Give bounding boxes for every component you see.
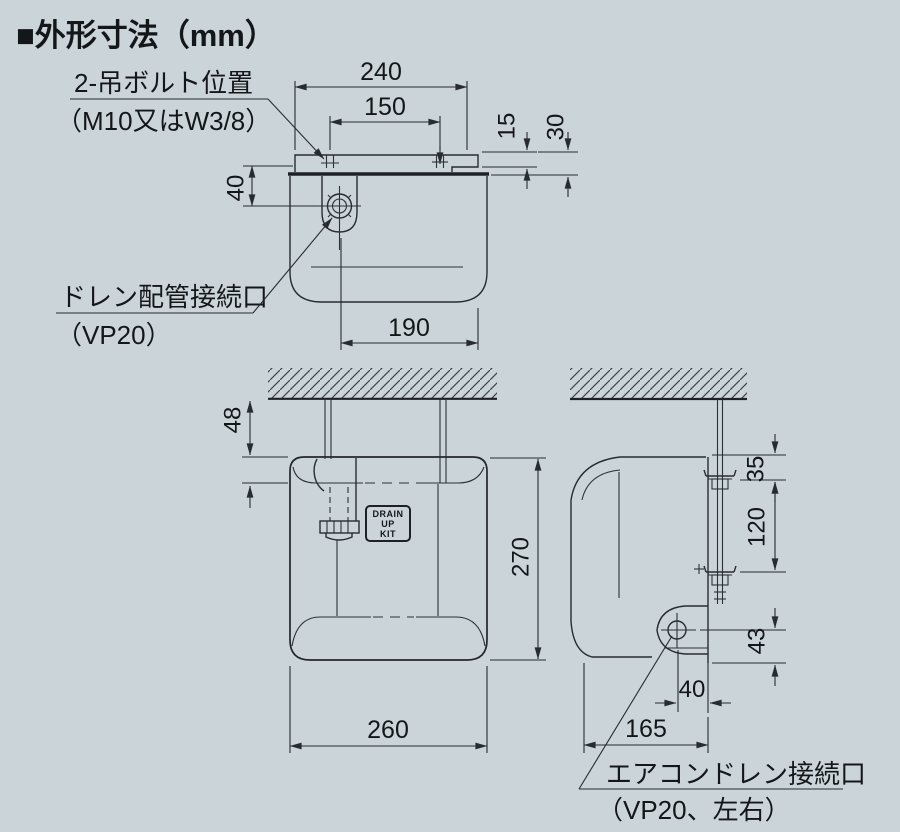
label-drain-pipe: ドレン配管接続口 （VP20） [56, 217, 333, 350]
dim-240-text: 240 [360, 58, 402, 86]
dim-43-text: 43 [744, 628, 771, 655]
label-ac-drain: エアコンドレン接続口 （VP20、左右） [578, 635, 866, 825]
dim-120: 120 [740, 481, 786, 573]
dim-260: 260 [289, 666, 488, 753]
hanging-rod-left [324, 399, 332, 459]
ceiling-hatch-side [570, 368, 747, 399]
label-hanging-bolt-line2: （M10又はW3/8） [56, 106, 271, 136]
side-view: 35 120 43 40 165 [570, 368, 786, 753]
dim-190: 190 [340, 238, 479, 350]
dim-35: 35 [712, 434, 786, 503]
dim-190-text: 190 [388, 314, 430, 342]
dim-165: 165 [583, 663, 709, 753]
bracket-plate-outline [294, 154, 479, 172]
dim-40-side-text: 40 [679, 676, 706, 703]
body-top-seam [292, 466, 485, 484]
label-ac-drain-leader [578, 635, 673, 790]
kit-badge-line2: UP [381, 519, 395, 529]
label-hanging-bolt: 2-吊ボルト位置 （M10又はW3/8） [56, 68, 325, 160]
ceiling-hatch-front [268, 368, 497, 398]
label-drain-pipe-leader [252, 217, 333, 314]
kit-badge-line3: KIT [380, 529, 396, 539]
dim-35-text: 35 [743, 456, 770, 483]
hanger-bracket [313, 458, 360, 541]
label-hanging-bolt-leader [267, 98, 325, 160]
label-drain-pipe-line1: ドレン配管接続口 [60, 282, 268, 312]
hanging-bolt-side [714, 399, 726, 604]
front-view: DRAIN UP KIT 48 270 260 [220, 368, 546, 753]
dim-40-top-text: 40 [223, 175, 250, 202]
body-outline-front [289, 456, 488, 661]
dim-270: 270 [490, 457, 546, 661]
hanging-rod-right [439, 399, 447, 483]
dim-165-text: 165 [625, 715, 667, 743]
body-bottom-seam [291, 616, 486, 647]
label-ac-drain-line2: （VP20、左右） [597, 795, 791, 825]
label-hanging-bolt-line1: 2-吊ボルト位置 [74, 68, 253, 98]
dim-48: 48 [220, 400, 288, 508]
side-port-bracket [656, 605, 708, 655]
dim-40-side: 40 [655, 650, 731, 713]
dim-260-text: 260 [367, 716, 409, 744]
dim-30-text: 30 [543, 114, 570, 141]
kit-badge-line1: DRAIN [373, 509, 404, 519]
top-view: 240 150 15 30 40 [223, 58, 578, 350]
dim-30: 30 [491, 114, 578, 197]
dim-270-text: 270 [508, 537, 535, 577]
dim-40-top: 40 [223, 165, 318, 207]
drain-up-kit-badge: DRAIN UP KIT [365, 505, 411, 542]
drain-port-knurl [327, 194, 352, 218]
dim-150-text: 150 [364, 93, 406, 121]
dim-120-text: 120 [744, 507, 771, 547]
dim-15: 15 [482, 113, 537, 189]
label-ac-drain-line1: エアコンドレン接続口 [606, 759, 866, 789]
bolt-position-left [321, 155, 339, 168]
page-title: ■外形寸法（mm） [16, 18, 276, 53]
bolt-nut-lower [694, 564, 737, 586]
dim-48-text: 48 [220, 407, 247, 434]
bolt-nut-upper [703, 469, 737, 490]
label-drain-pipe-line2: （VP20） [56, 320, 172, 350]
dim-15-text: 15 [494, 113, 521, 140]
body-outline-side [570, 456, 709, 663]
dim-240: 240 [294, 58, 468, 150]
dim-150: 150 [329, 93, 441, 150]
body-outline-top-view [289, 176, 488, 303]
dim-43: 43 [700, 608, 786, 686]
